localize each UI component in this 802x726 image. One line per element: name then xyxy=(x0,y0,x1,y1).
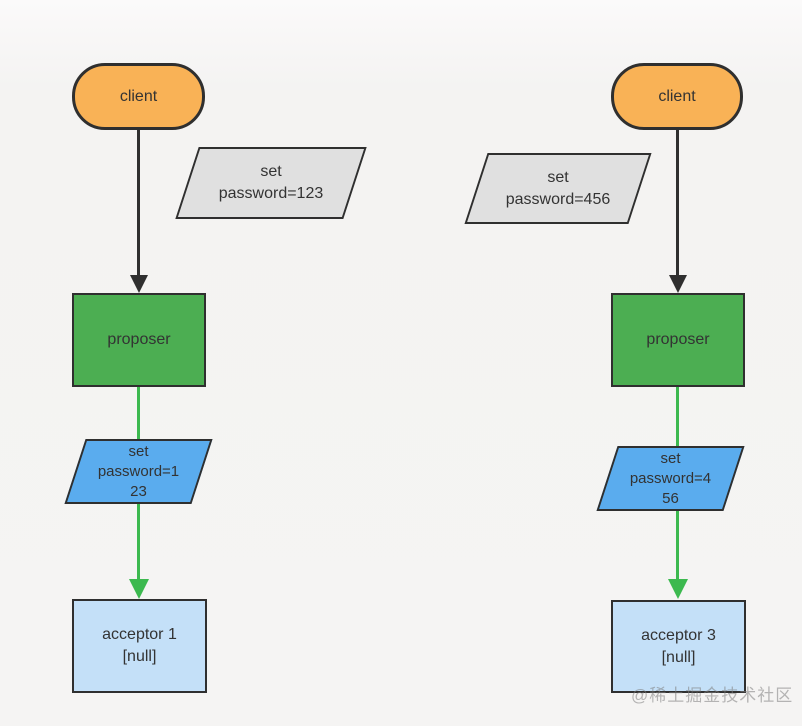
client-node-right: client xyxy=(611,63,743,130)
acceptor-state-left: [null] xyxy=(122,648,157,665)
client-label-right: client xyxy=(658,87,696,105)
acceptor-name-right: acceptor 3 xyxy=(641,626,716,644)
arrowhead-client-to-proposer-left xyxy=(130,275,148,293)
request-message-right: set password=456 xyxy=(464,153,652,224)
acceptor-state-right: [null] xyxy=(661,648,696,666)
arrowhead-proposer-to-acceptor-right xyxy=(668,579,688,599)
acceptor-name-left: acceptor 1 xyxy=(102,626,177,643)
watermark: @稀土掘金技术社区 xyxy=(631,686,794,705)
proposer-label-right: proposer xyxy=(646,331,710,348)
client-label-left: client xyxy=(119,87,158,105)
proposer-node-right: proposer xyxy=(611,293,745,387)
request-message-label-left: set password=123 xyxy=(218,163,324,202)
request-message-left: set password=123 xyxy=(175,147,367,219)
arrowhead-client-to-proposer-right xyxy=(669,275,687,293)
client-node-left: client xyxy=(72,63,205,130)
proposer-node-left: proposer xyxy=(72,293,206,387)
acceptor-node-left: acceptor 1 [null] xyxy=(72,599,207,693)
propose-message-right: set password=4 56 xyxy=(596,446,745,511)
arrowhead-proposer-to-acceptor-left xyxy=(129,579,149,599)
propose-message-label-left: set password=1 23 xyxy=(97,442,180,500)
request-message-label-right: set password=456 xyxy=(505,168,611,208)
proposer-label-left: proposer xyxy=(107,331,171,348)
propose-message-left: set password=1 23 xyxy=(64,439,213,504)
arrow-line-client-to-proposer-left xyxy=(137,130,140,276)
propose-message-label-right: set password=4 56 xyxy=(629,449,712,507)
acceptor-node-right: acceptor 3 [null] xyxy=(611,600,746,693)
arrow-line-client-to-proposer-right xyxy=(676,130,679,276)
